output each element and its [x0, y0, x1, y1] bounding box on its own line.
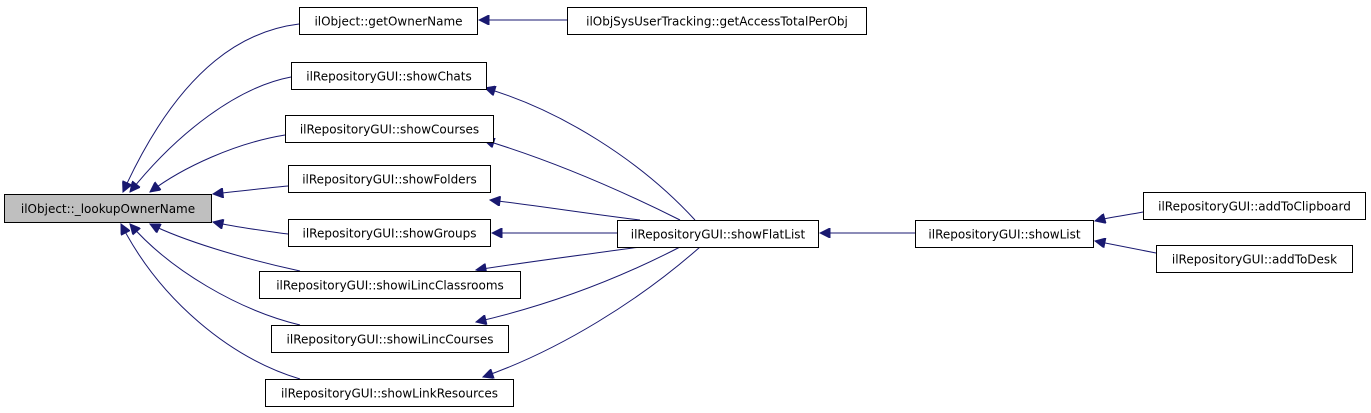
call-edge-addToDesk-to-showList: [1095, 241, 1157, 254]
function-node-box: [288, 219, 491, 247]
function-node-showFolders[interactable]: ilRepositoryGUI::showFolders: [288, 165, 491, 193]
function-node-box: [285, 115, 494, 143]
function-node-showLinkResources[interactable]: ilRepositoryGUI::showLinkResources: [265, 379, 514, 407]
function-node-addToClipboard[interactable]: ilRepositoryGUI::addToClipboard: [1143, 192, 1366, 220]
call-edge-showLinkResources-to-lookup: [121, 224, 301, 380]
function-node-showList[interactable]: ilRepositoryGUI::showList: [915, 220, 1094, 248]
function-node-showChats[interactable]: ilRepositoryGUI::showChats: [291, 62, 487, 90]
function-node-box: [291, 62, 487, 90]
function-node-box: [288, 165, 491, 193]
nodes-layer: ilObject::_lookupOwnerName ilObject::getO…: [4, 7, 1366, 407]
call-edge-showFlatList-to-showLinkResources: [483, 246, 701, 377]
function-node-label: ilRepositoryGUI::showGroups: [303, 227, 477, 241]
function-node-label: ilObject::getOwnerName: [314, 15, 462, 29]
function-node-label: ilRepositoryGUI::addToDesk: [1172, 253, 1337, 267]
function-node-label: ilRepositoryGUI::showiLincClassrooms: [276, 279, 504, 293]
function-node-box: [259, 271, 521, 299]
function-node-getAccessTotal[interactable]: ilObjSysUserTracking::getAccessTotalPerO…: [567, 7, 867, 35]
function-node-box: [265, 379, 514, 407]
function-node-box: [567, 7, 867, 35]
call-edge-showiLincClassrooms-to-lookup: [150, 224, 301, 272]
function-node-label: ilRepositoryGUI::showList: [928, 228, 1080, 242]
function-node-addToDesk[interactable]: ilRepositoryGUI::addToDesk: [1156, 245, 1353, 273]
function-node-box: [1156, 245, 1353, 273]
function-node-label: ilRepositoryGUI::addToClipboard: [1158, 200, 1351, 214]
call-edge-showChats-to-lookup: [130, 76, 292, 192]
function-node-showGroups[interactable]: ilRepositoryGUI::showGroups: [288, 219, 491, 247]
function-node-label: ilRepositoryGUI::showChats: [306, 70, 472, 84]
call-edge-showFlatList-to-showFolders: [490, 200, 641, 221]
function-node-box: [4, 194, 212, 223]
function-node-box: [271, 325, 509, 353]
function-node-label: ilObjSysUserTracking::getAccessTotalPerO…: [586, 15, 848, 29]
function-node-showCourses[interactable]: ilRepositoryGUI::showCourses: [285, 115, 494, 143]
call-edge-getOwnerName-to-lookup: [123, 23, 300, 192]
function-node-box: [617, 220, 819, 248]
call-edge-showFlatList-to-showCourses: [484, 140, 681, 221]
function-node-getOwnerName[interactable]: ilObject::getOwnerName: [299, 7, 478, 35]
call-edge-addToClipboard-to-showList: [1095, 211, 1144, 221]
call-edge-showFlatList-to-showiLincClassrooms: [476, 246, 641, 270]
function-node-showiLincCourses[interactable]: ilRepositoryGUI::showiLincCourses: [271, 325, 509, 353]
function-node-showFlatList[interactable]: ilRepositoryGUI::showFlatList: [617, 220, 819, 248]
call-edge-showiLincCourses-to-lookup: [130, 224, 301, 326]
function-node-lookup: ilObject::_lookupOwnerName: [4, 194, 212, 223]
function-node-label: ilRepositoryGUI::showCourses: [300, 123, 479, 137]
function-node-label: ilRepositoryGUI::showiLincCourses: [287, 333, 494, 347]
function-node-label: ilRepositoryGUI::showFlatList: [631, 228, 806, 242]
function-node-box: [915, 220, 1094, 248]
function-node-showiLincClassrooms[interactable]: ilRepositoryGUI::showiLincClassrooms: [259, 271, 521, 299]
edges-layer: [121, 20, 1157, 380]
function-node-box: [1143, 192, 1366, 220]
function-node-box: [299, 7, 478, 35]
call-edge-showFlatList-to-showChats: [485, 88, 696, 221]
function-node-label: ilRepositoryGUI::showLinkResources: [281, 387, 498, 401]
function-node-label: ilObject::_lookupOwnerName: [21, 202, 195, 216]
function-node-label: ilRepositoryGUI::showFolders: [302, 173, 477, 187]
call-edge-showCourses-to-lookup: [150, 134, 286, 192]
call-edge-showFlatList-to-showiLincCourses: [476, 246, 681, 322]
call-edge-showGroups-to-lookup: [213, 222, 289, 235]
call-edge-showFolders-to-lookup: [213, 185, 289, 194]
